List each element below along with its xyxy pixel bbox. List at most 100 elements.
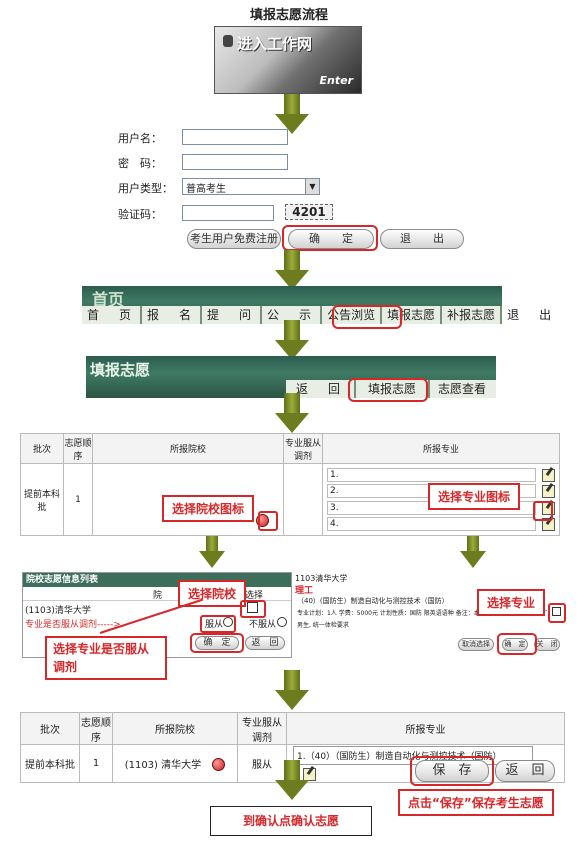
callout-select-major: 选择专业 — [477, 589, 546, 616]
col-batch: 批次 — [20, 712, 80, 745]
major-panel-school: 1103清华大学 — [295, 574, 348, 583]
page-title: 填报志愿流程 — [249, 8, 328, 23]
callout-select-major-icon: 选择专业图标 — [428, 483, 521, 510]
fill-nav-row: 返 回 填报志愿 志愿查看 — [286, 380, 496, 398]
fill-nav-view[interactable]: 志愿查看 — [438, 382, 487, 396]
select-col-label: 选择 — [245, 591, 264, 601]
callout-save: 点击“保存”保存考生志愿 — [398, 789, 554, 816]
final-step-box: 到确认点确认志愿 — [210, 806, 372, 836]
highlight-major-icon — [533, 501, 553, 521]
fill-navbar: 填报志愿 返 回 填报志愿 志愿查看 — [86, 356, 496, 398]
password-input[interactable] — [182, 154, 288, 170]
chevron-down-icon[interactable]: ▼ — [305, 179, 319, 194]
obey-radio-label[interactable]: 服从 — [205, 620, 224, 630]
login-exit-button[interactable]: 退 出 — [380, 229, 464, 249]
order-cell: 1 — [63, 463, 93, 536]
captcha-input[interactable] — [182, 205, 274, 221]
not-obey-radio[interactable] — [277, 617, 287, 627]
register-button[interactable]: 考生用户免费注册 — [187, 229, 281, 249]
username-label: 用户名： — [118, 132, 162, 145]
username-input[interactable] — [182, 129, 288, 145]
major-slot: 1. — [327, 468, 555, 483]
major-close-button[interactable]: 关 闭 — [534, 638, 560, 651]
batch-cell: 提前本科批 — [20, 463, 64, 536]
nav-home[interactable]: 首 页 — [82, 306, 143, 324]
batch-cell: 提前本科批 — [20, 744, 80, 783]
nav-signup[interactable]: 报 名 — [142, 306, 203, 324]
captcha-label: 验证码： — [118, 208, 162, 221]
school-name: (1103) 清华大学 — [124, 759, 202, 771]
flow-arrow — [460, 536, 486, 568]
major-cancel-button[interactable]: 取消选择 — [458, 638, 494, 651]
enter-label: Enter — [319, 74, 354, 87]
highlight-school-confirm — [190, 633, 244, 653]
password-label: 密 码： — [118, 157, 162, 170]
home-nav-row: 首 页 报 名 提 问 公 示 公告浏览 填报志愿 补报志愿 退 出 — [82, 306, 551, 324]
highlight-adjust-radio — [200, 615, 236, 633]
flow-arrow — [199, 536, 225, 568]
col-adjust: 专业服从调剂 — [283, 433, 323, 464]
not-obey-radio-label[interactable]: 不服从 — [249, 620, 277, 630]
fill-nav-fill[interactable]: 填报志愿 — [356, 380, 431, 398]
nav-fill[interactable]: 填报志愿 — [382, 306, 443, 324]
login-confirm-button[interactable]: 确 定 — [288, 229, 374, 249]
callout-adjust-text: 选择专业是否服从调剂 — [53, 642, 150, 674]
flow-arrow — [275, 320, 309, 360]
school-row: (1103)清华大学 — [23, 601, 291, 616]
school-panel-title: 院校志愿信息列表 — [23, 573, 291, 587]
school-checkbox[interactable] — [247, 602, 258, 613]
nav-exit[interactable]: 退 出 — [507, 308, 556, 322]
save-button[interactable]: 保 存 — [415, 760, 489, 782]
edit-icon[interactable] — [542, 468, 555, 482]
nav-supplement[interactable]: 补报志愿 — [442, 306, 503, 324]
nav-public[interactable]: 公 示 — [262, 306, 323, 324]
flow-arrow — [275, 393, 309, 433]
home-navbar: 首页 首 页 报 名 提 问 公 示 公告浏览 填报志愿 补报志愿 退 出 — [82, 286, 551, 324]
school-confirm-button[interactable]: 确 定 — [195, 636, 239, 650]
obey-radio[interactable] — [223, 617, 233, 627]
adjust-cell — [283, 463, 323, 536]
callout-select-school-icon: 选择院校图标 — [162, 495, 255, 522]
flow-arrow — [275, 250, 309, 290]
school-col-label: 院 — [153, 591, 163, 601]
flow-arrow — [275, 94, 309, 134]
col-order: 志愿顺序 — [79, 712, 113, 745]
enter-banner-text: 进入工作网 — [237, 35, 313, 53]
highlight-fill-tab — [348, 378, 428, 402]
major-confirm-button[interactable]: 确 定 — [502, 638, 528, 651]
fill-title: 填报志愿 — [90, 361, 151, 379]
school-back-button[interactable]: 返 回 — [245, 636, 285, 650]
school-select-icon[interactable] — [212, 758, 226, 772]
col-order: 志愿顺序 — [63, 433, 93, 464]
order-cell: 1 — [79, 744, 113, 783]
major-panel-major: （40）(国防生）制造自动化与测控技术（国防） — [297, 597, 449, 605]
enter-banner[interactable]: 进入工作网 Enter — [214, 26, 362, 94]
school-panel-header: 院 选择 — [23, 587, 291, 601]
col-adjust: 专业服从调剂 — [237, 712, 287, 745]
captcha-image: 4201 — [285, 204, 333, 220]
nav-ask[interactable]: 提 问 — [202, 306, 263, 324]
col-school: 所报院校 — [92, 433, 284, 464]
highlight-major-confirm — [497, 633, 537, 655]
major-panel-category: 理工 — [295, 586, 314, 596]
highlight-save — [410, 756, 494, 786]
highlight-fill — [332, 305, 402, 329]
highlight-school-icon — [258, 511, 278, 531]
usertype-select[interactable]: 普高考生 ▼ — [182, 178, 320, 195]
usertype-label: 用户类型： — [118, 182, 173, 195]
nav-notice[interactable]: 公告浏览 — [322, 306, 383, 324]
adjust-text: 专业是否服从调剂-----> — [25, 620, 121, 630]
major-slot: 4. — [327, 517, 555, 532]
back-button[interactable]: 返 回 — [495, 760, 555, 782]
school-row-name: (1103)清华大学 — [25, 606, 91, 616]
school-cell: (1103) 清华大学 — [112, 744, 238, 783]
hand-icon — [223, 35, 233, 47]
fill-nav-back[interactable]: 返 回 — [286, 380, 357, 398]
major-panel-note: 男生, 统一体检要求 — [297, 622, 349, 629]
flow-arrow — [275, 670, 309, 710]
adjust-row: 专业是否服从调剂-----> 服从 不服从 — [23, 615, 291, 630]
col-major: 所报专业 — [286, 712, 565, 745]
edit-icon[interactable] — [542, 484, 555, 498]
major-checkbox[interactable] — [552, 607, 561, 616]
edit-icon[interactable] — [303, 768, 316, 781]
